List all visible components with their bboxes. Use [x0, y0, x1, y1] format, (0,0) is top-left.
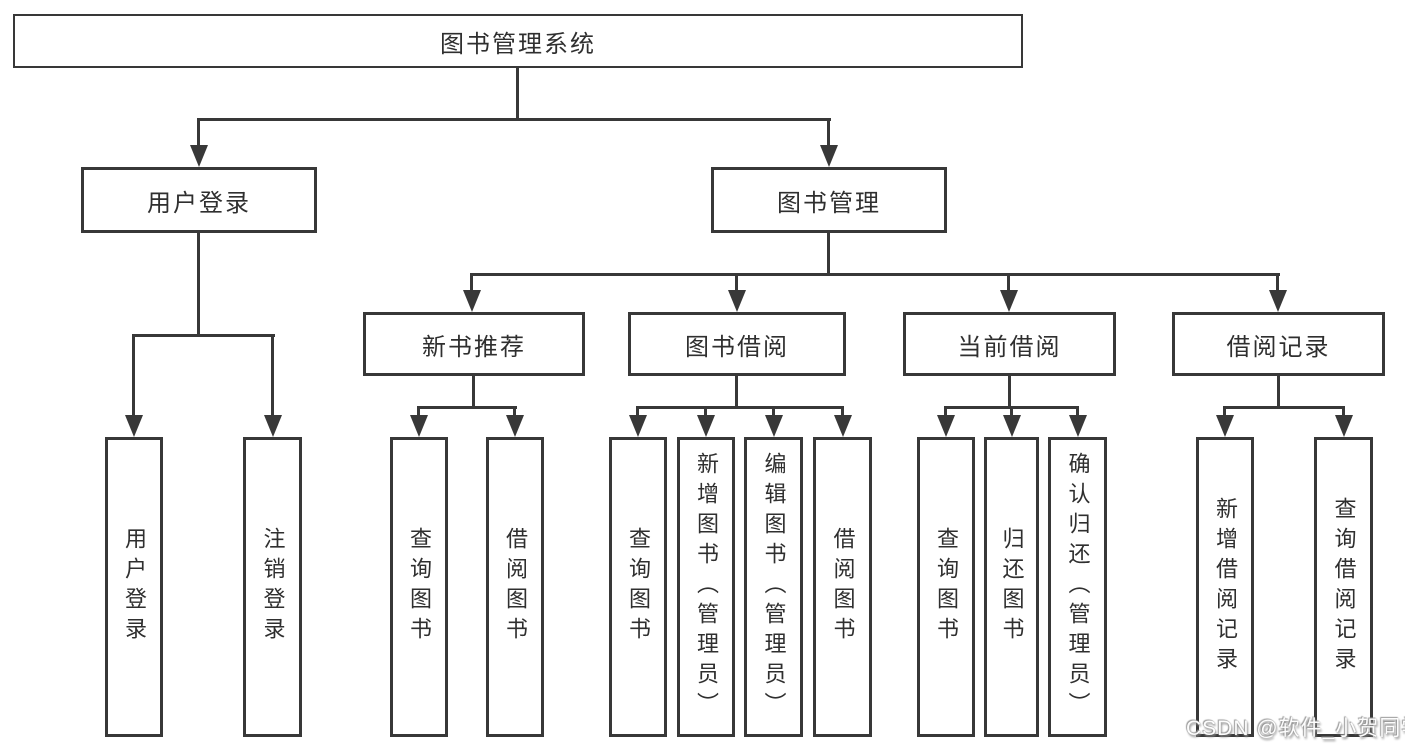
arrow-to-leaf-return-books [1010, 409, 1013, 415]
leaf-label: 归还图书 [999, 527, 1025, 647]
arrow-to-new-book-recommend [470, 276, 473, 290]
node-book-borrow: 图书借阅 [628, 312, 846, 376]
csdn-watermark: CSDN @软件_小贺同学 [1186, 717, 1405, 740]
leaf-label: 借阅图书 [503, 527, 528, 647]
node-current-borrow: 当前借阅 [903, 312, 1116, 376]
leaf-add-borrow-record: 新增借阅记录 [1196, 437, 1254, 737]
leaf-borrow-books-recommend: 借阅图书 [486, 437, 544, 737]
leaf-label: 查询图书 [934, 527, 959, 647]
arrow-to-borrow-records [1276, 276, 1279, 290]
connector-book-management-stem [827, 233, 830, 276]
connector-root-stem [516, 67, 519, 121]
leaf-label: 编辑图书（管理员） [761, 452, 787, 722]
leaf-label: 查询图书 [626, 527, 651, 647]
leaf-label: 用户登录 [122, 527, 147, 647]
node-label: 图书管理 [777, 189, 881, 217]
leaf-query-books-current: 查询图书 [917, 437, 975, 737]
node-label: 用户登录 [147, 189, 251, 217]
node-label: 图书管理系统 [440, 30, 596, 58]
arrow-to-leaf-add-books [704, 409, 707, 415]
node-borrow-records: 借阅记录 [1172, 312, 1385, 376]
arrow-to-leaf-confirm-return [1076, 409, 1079, 415]
arrow-to-leaf-query-books-recommend [417, 409, 420, 415]
node-user-login: 用户登录 [81, 167, 317, 233]
arrow-to-leaf-add-borrow-record [1223, 409, 1226, 415]
arrow-to-leaf-user-login [132, 337, 135, 415]
leaf-label: 查询图书 [407, 527, 432, 647]
connector-borrow-records-branch [1223, 406, 1345, 409]
connector-recommend-branch [417, 406, 517, 409]
connector-book-borrow-stem [735, 376, 738, 409]
connector-user-login-branch [132, 334, 275, 337]
connector-borrow-records-stem [1277, 376, 1280, 409]
leaf-edit-books-admin: 编辑图书（管理员） [744, 437, 803, 737]
connector-recommend-stem [472, 376, 475, 409]
arrow-to-leaf-query-borrow-record [1342, 409, 1345, 415]
node-label: 借阅记录 [1226, 333, 1331, 361]
arrow-to-leaf-borrow-books-recommend [513, 409, 516, 415]
leaf-query-books-borrow: 查询图书 [609, 437, 667, 737]
connector-level3-branch [470, 273, 1280, 276]
leaf-borrow-books: 借阅图书 [813, 437, 872, 737]
leaf-return-books: 归还图书 [984, 437, 1039, 737]
node-label: 当前借阅 [957, 333, 1062, 361]
arrow-to-leaf-query-books-borrow [636, 409, 639, 415]
leaf-user-login: 用户登录 [105, 437, 163, 737]
arrow-to-leaf-borrow-books [841, 409, 844, 415]
leaf-logout-login: 注销登录 [243, 437, 302, 737]
arrow-to-user-login [197, 121, 200, 145]
connector-book-borrow-branch [636, 406, 844, 409]
node-label: 新书推荐 [422, 333, 526, 361]
leaf-label: 新增图书（管理员） [694, 452, 719, 722]
connector-current-borrow-stem [1008, 376, 1011, 409]
node-library-management-system: 图书管理系统 [13, 14, 1023, 68]
leaf-add-books-admin: 新增图书（管理员） [677, 437, 735, 737]
arrow-to-leaf-logout [271, 337, 274, 415]
connector-level2-branch [197, 118, 831, 121]
leaf-label: 借阅图书 [830, 527, 856, 647]
node-label: 图书借阅 [685, 333, 789, 361]
connector-current-borrow-branch [944, 406, 1079, 409]
arrow-to-book-management [827, 121, 830, 145]
leaf-label: 注销登录 [260, 527, 286, 647]
leaf-query-borrow-record: 查询借阅记录 [1314, 437, 1373, 737]
leaf-label: 新增借阅记录 [1213, 497, 1238, 677]
node-book-management: 图书管理 [711, 167, 947, 233]
leaf-label: 查询借阅记录 [1331, 497, 1357, 677]
arrow-to-leaf-edit-books [772, 409, 775, 415]
node-new-book-recommend: 新书推荐 [363, 312, 585, 376]
arrow-to-leaf-query-books-current [944, 409, 947, 415]
arrow-to-current-borrow [1007, 276, 1010, 290]
leaf-query-books-recommend: 查询图书 [390, 437, 448, 737]
leaf-label: 确认归还（管理员） [1065, 452, 1091, 722]
arrow-to-book-borrow [735, 276, 738, 290]
connector-user-login-stem [197, 233, 200, 337]
leaf-confirm-return-admin: 确认归还（管理员） [1048, 437, 1107, 737]
